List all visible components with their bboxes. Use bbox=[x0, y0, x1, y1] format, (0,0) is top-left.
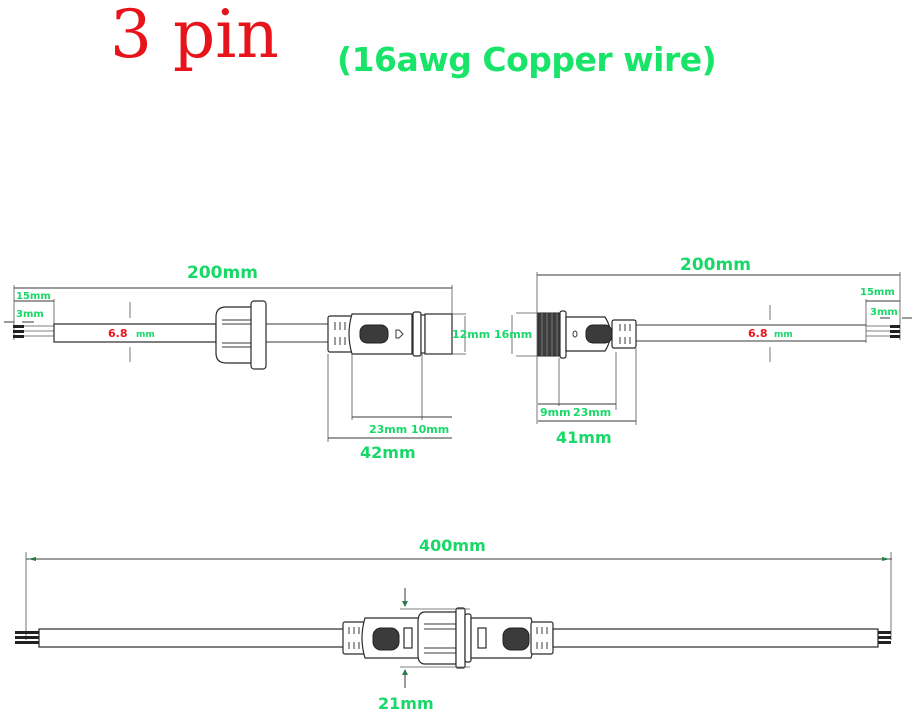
right-segment-b-label: 23mm bbox=[573, 406, 611, 419]
left-cable-assembly: 200mm 15mm 3mm 6.8 mm bbox=[4, 263, 490, 462]
coupling-nut-icon bbox=[417, 607, 472, 669]
arrowhead-down bbox=[402, 601, 408, 607]
left-plug-diameter-label: 12mm bbox=[452, 328, 490, 341]
left-segment-b-label: 10mm bbox=[411, 423, 449, 436]
arrowhead-up bbox=[402, 669, 408, 675]
left-cable-jacket bbox=[53, 323, 217, 343]
assembly-left-marking bbox=[403, 627, 413, 649]
left-diameter-unit: mm bbox=[136, 330, 155, 340]
title-pin-count: 3 pin bbox=[110, 0, 279, 73]
left-segment-a-label: 23mm bbox=[369, 423, 407, 436]
assembly-right-strain-relief bbox=[530, 621, 554, 655]
right-strip-length-label: 15mm bbox=[860, 287, 895, 298]
dim-arrow-right bbox=[882, 557, 890, 561]
right-total-length-label: 200mm bbox=[680, 255, 751, 275]
right-segment-a-label: 9mm bbox=[540, 406, 571, 419]
right-cable-assembly: 200mm 15mm 3mm 6.8 mm bbox=[494, 255, 912, 447]
title-wire-spec: (16awg Copper wire) bbox=[337, 40, 717, 79]
wire-pins-icon bbox=[866, 325, 900, 338]
left-diameter-value: 6.8 bbox=[108, 327, 128, 340]
connector-female-icon bbox=[537, 310, 637, 359]
mated-assembly: 400mm bbox=[15, 536, 892, 713]
title-block: 3 pin (16awg Copper wire) bbox=[0, 0, 915, 100]
dim-arrow-left bbox=[28, 557, 36, 561]
assembly-right-cable bbox=[552, 628, 879, 648]
assembly-right-marking bbox=[477, 627, 487, 649]
left-connector-length-label: 42mm bbox=[360, 443, 416, 462]
assembly-total-length-label: 400mm bbox=[419, 536, 486, 555]
right-diameter-unit: mm bbox=[774, 330, 793, 340]
assembly-left-cable bbox=[38, 628, 345, 648]
connector-male-icon bbox=[327, 311, 453, 357]
assembly-right-grip bbox=[502, 627, 530, 651]
right-tin-length-label: 3mm bbox=[870, 307, 898, 318]
wire-pins-icon bbox=[878, 631, 891, 644]
left-strip-length-label: 15mm bbox=[16, 291, 51, 302]
wire-pins-icon bbox=[15, 631, 39, 644]
right-thread-diameter-label: 16mm bbox=[494, 328, 532, 341]
right-diameter-value: 6.8 bbox=[748, 327, 768, 340]
left-total-length-label: 200mm bbox=[187, 263, 258, 283]
right-connector-length-label: 41mm bbox=[556, 428, 612, 447]
nut-diameter-label: 21mm bbox=[378, 694, 434, 713]
assembly-left-grip bbox=[372, 627, 400, 651]
coupling-nut-icon bbox=[215, 300, 267, 370]
wire-pins-icon bbox=[13, 325, 54, 338]
left-tin-length-label: 3mm bbox=[16, 309, 44, 320]
